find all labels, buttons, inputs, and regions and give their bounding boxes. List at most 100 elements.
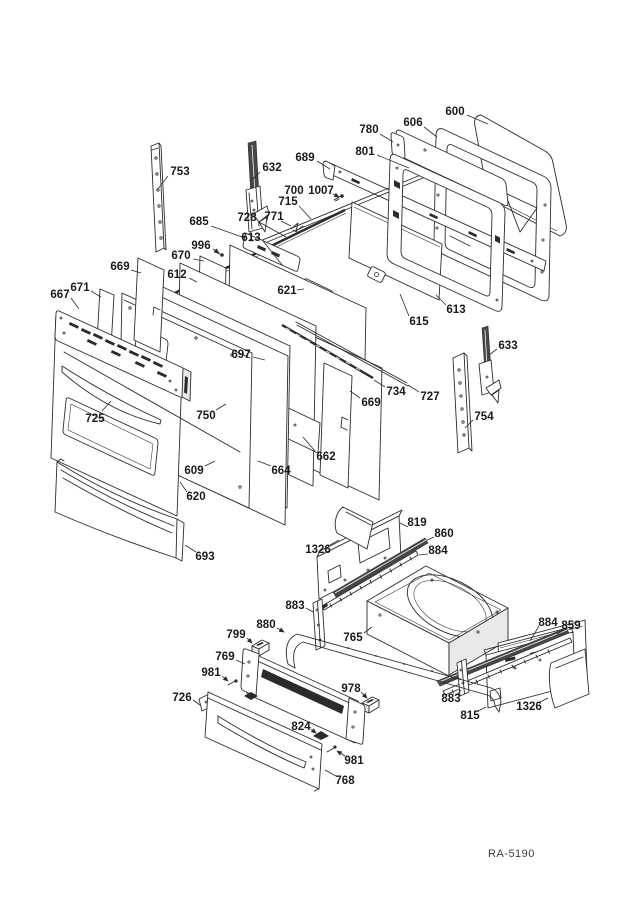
leader-line-633 <box>488 348 498 356</box>
part-label-728: 728 <box>237 212 257 224</box>
part-label-609: 609 <box>184 465 203 477</box>
leader-line-734 <box>373 379 386 388</box>
part-label-880: 880 <box>256 619 275 631</box>
part-label-981a: 981 <box>201 667 221 679</box>
leader-line-670 <box>192 258 205 262</box>
leader-line-996 <box>212 248 220 254</box>
part-label-780: 780 <box>359 124 378 136</box>
part-label-667: 667 <box>50 289 69 301</box>
part-884-drawer-slide-right <box>436 627 573 696</box>
part-label-734: 734 <box>386 386 406 398</box>
part-label-612: 612 <box>167 269 186 281</box>
part-label-765: 765 <box>343 632 363 644</box>
part-label-750: 750 <box>196 410 215 422</box>
part-765-drawer-base-pan <box>366 565 509 677</box>
leader-line-671 <box>90 290 102 298</box>
part-label-769: 769 <box>215 651 234 663</box>
part-693-lower-door-panel <box>54 458 185 562</box>
leader-line-685 <box>210 225 246 239</box>
leader-line-727 <box>407 384 420 393</box>
part-label-671: 671 <box>70 282 90 294</box>
part-label-996: 996 <box>191 240 210 252</box>
part-label-1326b: 1326 <box>516 701 542 713</box>
part-727-trim-rod <box>295 321 409 387</box>
leader-line-768 <box>324 769 337 777</box>
part-label-685: 685 <box>189 216 209 228</box>
leader-line-981b <box>336 750 346 757</box>
part-667-control-panel <box>54 310 192 402</box>
leader-line-615 <box>399 293 410 317</box>
part-label-753: 753 <box>170 166 189 178</box>
part-label-981b: 981 <box>344 755 364 767</box>
leader-line-769 <box>235 659 246 665</box>
leader-line-860 <box>426 536 435 541</box>
leader-line-981a <box>221 675 229 682</box>
leader-line-689 <box>316 160 331 170</box>
leader-line-613a <box>262 240 284 267</box>
part-label-884b: 884 <box>538 617 558 629</box>
part-label-620: 620 <box>186 491 205 503</box>
part-label-615: 615 <box>409 316 429 328</box>
part-label-978: 978 <box>341 683 361 695</box>
part-label-715: 715 <box>278 196 298 208</box>
leader-line-621 <box>296 288 305 291</box>
part-606-door-glass-upper <box>395 129 509 207</box>
part-633-hinge <box>478 325 502 404</box>
part-754-side-trim <box>452 352 473 454</box>
leader-line-1007 <box>332 192 340 198</box>
leader-line-883a <box>305 607 314 613</box>
leader-line-609 <box>204 460 216 467</box>
part-label-669b: 669 <box>361 397 380 409</box>
leader-line-771 <box>280 220 292 227</box>
part-label-819: 819 <box>407 517 426 529</box>
leader-line-750 <box>215 403 227 411</box>
part-label-883a: 883 <box>285 600 304 612</box>
leader-line-600 <box>466 114 489 125</box>
leader-line-725 <box>101 400 112 412</box>
part-label-670: 670 <box>171 250 190 262</box>
leader-line-819 <box>399 522 409 528</box>
part-label-726: 726 <box>172 692 191 704</box>
part-label-632: 632 <box>262 162 281 174</box>
part-label-662: 662 <box>316 451 335 463</box>
part-880-drawer-gasket-frame <box>285 633 502 713</box>
leader-line-1326a <box>329 539 340 546</box>
part-771-clip <box>290 222 304 234</box>
leader-line-801 <box>376 154 410 169</box>
part-label-727: 727 <box>420 391 439 403</box>
part-769-drawer-front-frame <box>240 648 366 745</box>
part-label-1326a: 1326 <box>305 544 331 556</box>
part-label-859: 859 <box>561 620 580 632</box>
part-669-spacer-right <box>319 362 353 489</box>
leader-line-753 <box>156 175 169 191</box>
leader-line-728 <box>258 221 287 238</box>
leader-line-799 <box>246 637 253 644</box>
part-996-screw <box>214 251 224 257</box>
leader-line-978 <box>360 691 368 699</box>
part-label-883b: 883 <box>441 693 460 705</box>
leader-line-667 <box>70 297 80 310</box>
part-753-side-trim <box>150 142 167 253</box>
part-label-697: 697 <box>231 349 250 361</box>
leader-line-1326b <box>539 697 549 703</box>
part-label-689: 689 <box>295 152 314 164</box>
leader-line-715 <box>298 205 312 220</box>
leader-line-606 <box>423 126 438 138</box>
part-label-771: 771 <box>264 211 284 223</box>
part-label-664: 664 <box>271 465 291 477</box>
leader-line-884a <box>418 553 429 556</box>
part-1326-insulation-left <box>334 506 374 550</box>
part-685-bracket-plate <box>242 233 301 272</box>
part-632-hinge <box>245 140 270 233</box>
part-label-633: 633 <box>498 340 517 352</box>
part-1326-insulation-right <box>548 648 590 709</box>
leader-line-880 <box>276 627 285 633</box>
leader-line-884b <box>529 625 540 642</box>
part-label-1007: 1007 <box>308 185 334 197</box>
part-label-884a: 884 <box>428 545 448 557</box>
part-label-725: 725 <box>85 413 105 425</box>
part-label-824: 824 <box>291 721 311 733</box>
